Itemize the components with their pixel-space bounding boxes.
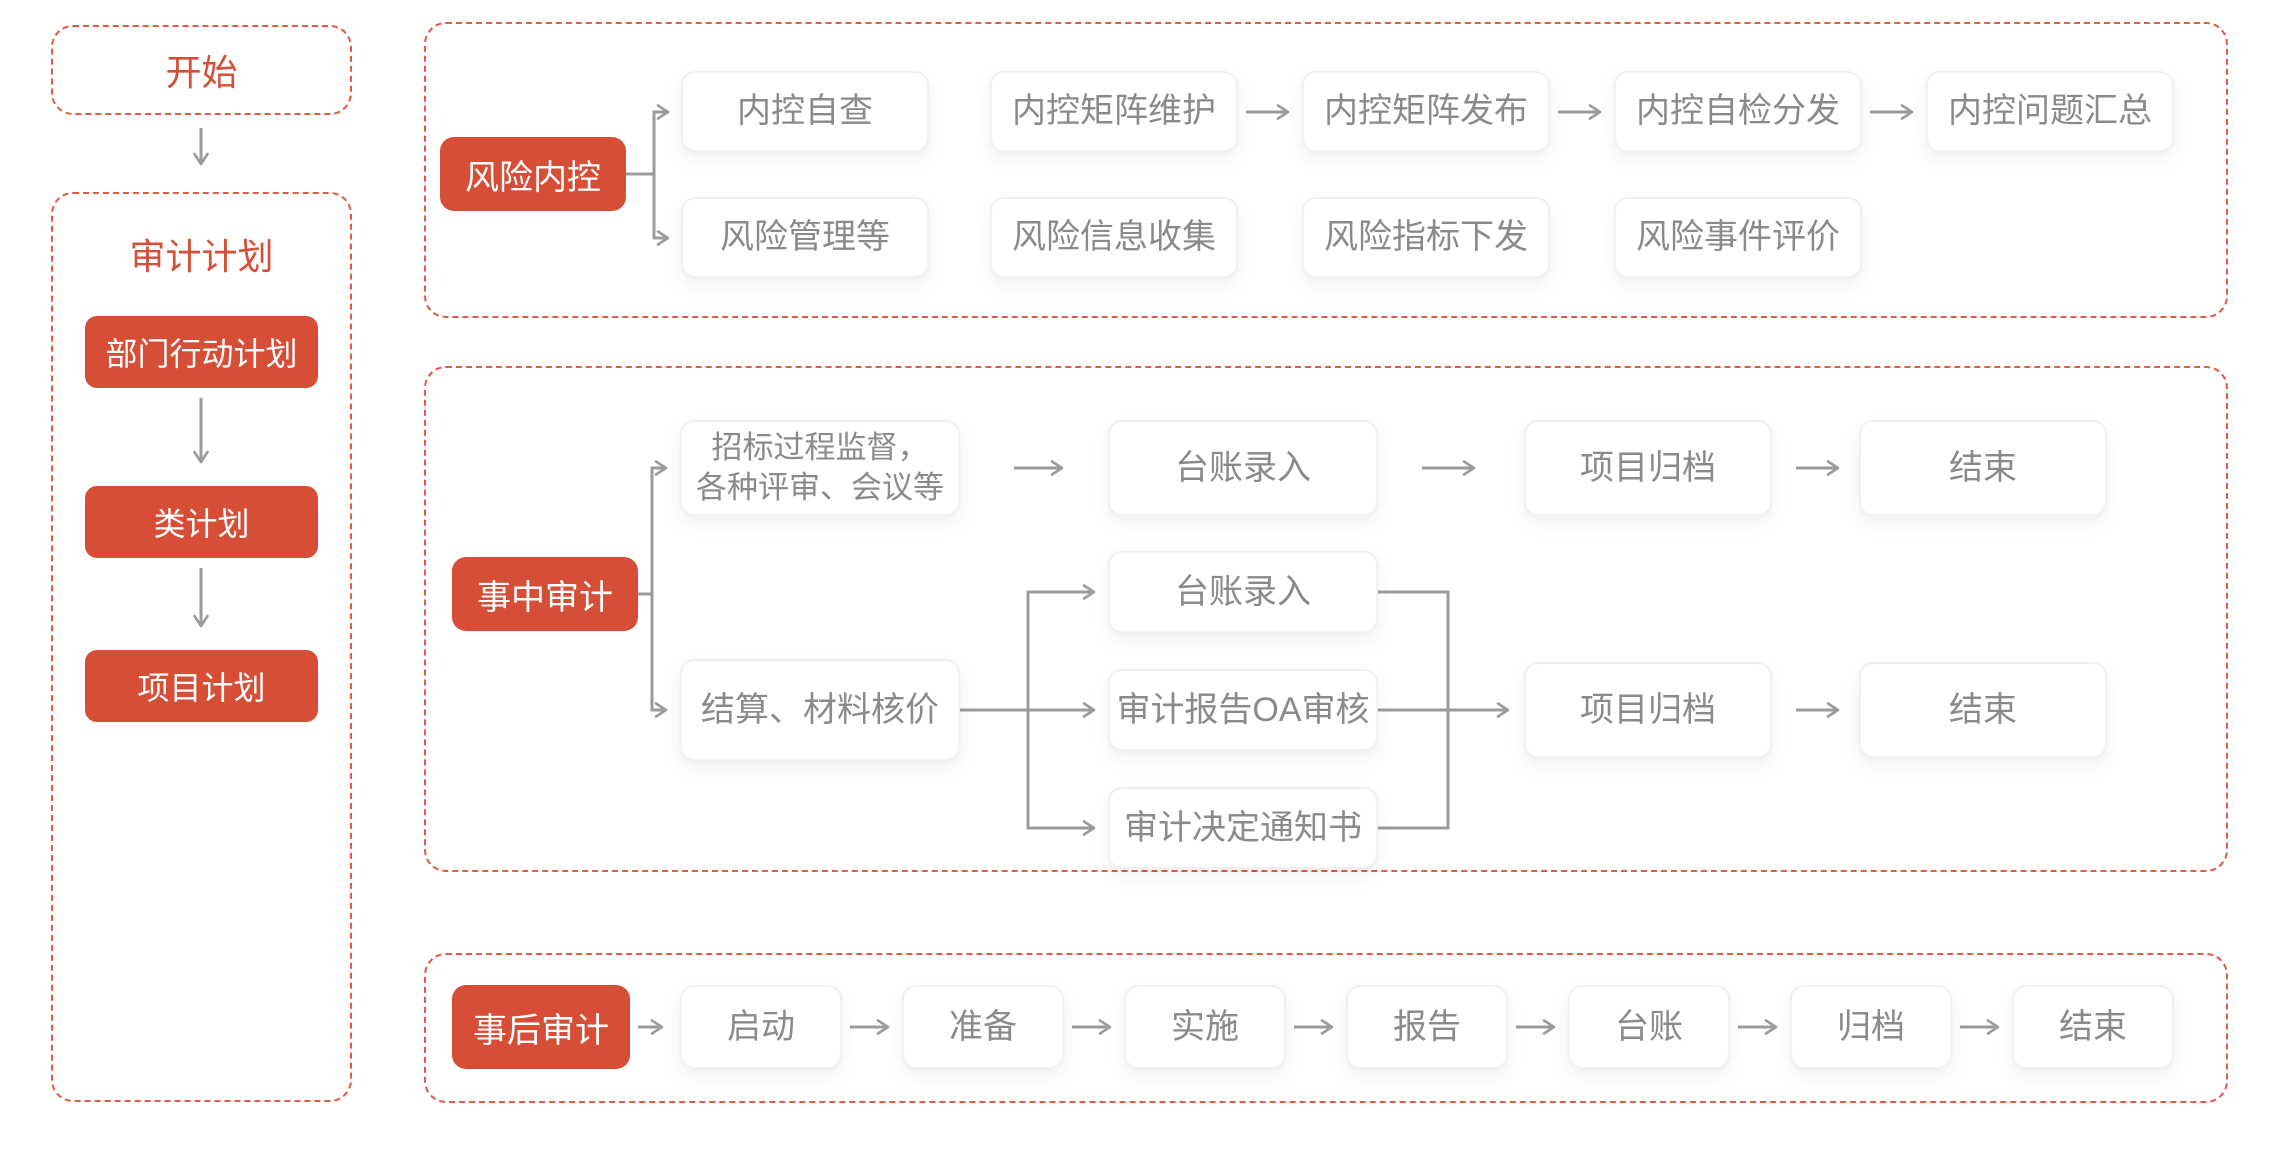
dept-action-plan-node: 部门行动计划 xyxy=(85,316,318,388)
bidding-process-supervision-line2: 各种评审、会议等 xyxy=(696,470,944,505)
during-audit-group xyxy=(424,366,2228,872)
startup-node: 启动 xyxy=(680,985,842,1069)
audit-plan-group xyxy=(51,192,352,1102)
end-node-3: 结束 xyxy=(2012,985,2174,1069)
ledger-entry-node-1: 台账录入 xyxy=(1108,420,1378,516)
risk-internal-control-group xyxy=(424,22,2228,318)
ledger-entry-node-2: 台账录入 xyxy=(1108,551,1378,633)
project-plan-node: 项目计划 xyxy=(85,650,318,722)
internal-control-matrix-release-node: 内控矩阵发布 xyxy=(1302,71,1550,152)
post-audit-root-node: 事后审计 xyxy=(452,985,630,1069)
audit-plan-group-title: 审计计划 xyxy=(129,236,274,277)
start-node-label: 开始 xyxy=(165,52,238,93)
internal-control-self-inspection-distribution-node: 内控自检分发 xyxy=(1614,71,1862,152)
bidding-process-supervision-line1: 招标过程监督， xyxy=(711,429,929,465)
project-archive-node-2: 项目归档 xyxy=(1524,662,1772,758)
risk-indicator-dispatch-node: 风险指标下发 xyxy=(1302,197,1550,278)
during-audit-root-node: 事中审计 xyxy=(452,557,638,631)
audit-decision-notice-node: 审计决定通知书 xyxy=(1108,787,1378,869)
post-audit-group xyxy=(424,953,2228,1103)
internal-control-matrix-maintenance-node: 内控矩阵维护 xyxy=(990,71,1238,152)
bidding-process-supervision-node: 招标过程监督， 各种评审、会议等 xyxy=(680,420,960,516)
internal-control-issue-summary-node: 内控问题汇总 xyxy=(1926,71,2174,152)
audit-report-oa-review-node: 审计报告OA审核 xyxy=(1108,669,1378,751)
implementation-node: 实施 xyxy=(1124,985,1286,1069)
risk-internal-control-root-node: 风险内控 xyxy=(440,137,626,211)
settlement-material-pricing-node: 结算、材料核价 xyxy=(680,659,960,761)
report-node: 报告 xyxy=(1346,985,1508,1069)
preparation-node: 准备 xyxy=(902,985,1064,1069)
risk-event-evaluation-node: 风险事件评价 xyxy=(1614,197,1862,278)
start-node: 开始 xyxy=(51,25,352,115)
archive-node: 归档 xyxy=(1790,985,1952,1069)
project-archive-node-1: 项目归档 xyxy=(1524,420,1772,516)
end-node-2: 结束 xyxy=(1859,662,2107,758)
risk-management-node: 风险管理等 xyxy=(681,197,929,278)
ledger-node: 台账 xyxy=(1568,985,1730,1069)
category-plan-node: 类计划 xyxy=(85,486,318,558)
internal-control-self-check-node: 内控自查 xyxy=(681,71,929,152)
risk-info-collection-node: 风险信息收集 xyxy=(990,197,1238,278)
end-node-1: 结束 xyxy=(1859,420,2107,516)
